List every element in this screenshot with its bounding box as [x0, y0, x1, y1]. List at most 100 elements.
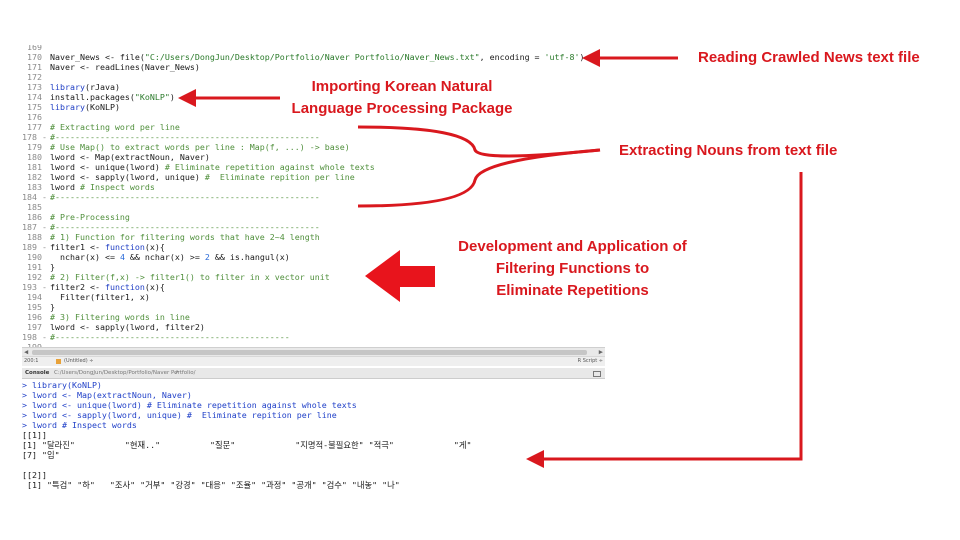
- line-number: 177: [27, 122, 42, 132]
- code-text: # 3) Filtering words in line: [50, 312, 190, 322]
- annotation-dev-3: Eliminate Repetitions: [496, 282, 649, 299]
- file-tab-selector[interactable]: (Untitled) ÷: [64, 358, 94, 364]
- code-line[interactable]: 195}: [22, 302, 55, 312]
- code-text: }: [50, 302, 55, 312]
- code-line[interactable]: 176: [22, 112, 50, 122]
- code-line[interactable]: 171 Naver <- readLines(Naver_News): [22, 62, 200, 72]
- code-line[interactable]: 169: [22, 45, 50, 52]
- code-text: library(KoNLP): [50, 102, 120, 112]
- code-line[interactable]: 175 library(KoNLP): [22, 102, 120, 112]
- console-line: [1] "특검" "하" "조사" "거부" "강경" "대응" "조율" "과…: [22, 480, 400, 489]
- code-text: # Use Map() to extract words per line : …: [50, 142, 350, 152]
- code-text: lword <- unique(lword) # Eliminate repet…: [50, 162, 375, 172]
- line-number: 176: [27, 112, 42, 122]
- annotation-reading: Reading Crawled News text file: [698, 49, 920, 66]
- console-output[interactable]: > library(KoNLP)> lword <- Map(extractNo…: [22, 379, 605, 489]
- line-number: 179: [27, 142, 42, 152]
- code-line[interactable]: 190 nchar(x) <= 4 && nchar(x) >= 2 && is…: [22, 252, 290, 262]
- code-line[interactable]: 186 # Pre-Processing: [22, 212, 130, 222]
- code-text: #---------------------------------------…: [50, 222, 320, 232]
- code-line[interactable]: 185: [22, 202, 50, 212]
- code-line[interactable]: 189 -filter1 <- function(x){: [22, 242, 165, 252]
- code-line[interactable]: 196 # 3) Filtering words in line: [22, 312, 190, 322]
- editor-status-bar: 200:1 (Untitled) ÷ R Script ÷: [22, 356, 605, 366]
- code-text: lword <- sapply(lword, filter2): [50, 322, 205, 332]
- line-number: 190: [27, 252, 42, 262]
- code-text: lword # Inspect words: [50, 182, 155, 192]
- code-line[interactable]: 191}: [22, 262, 55, 272]
- line-number: 197: [27, 322, 42, 332]
- code-line[interactable]: 173 library(rJava): [22, 82, 120, 92]
- scroll-right-icon[interactable]: ▶: [598, 348, 603, 356]
- console-line: > lword <- Map(extractNoun, Naver): [22, 390, 192, 400]
- code-line[interactable]: 180 lword <- Map(extractNoun, Naver): [22, 152, 210, 162]
- console-header: Console C:/Users/DongJun/Desktop/Portfol…: [22, 368, 605, 379]
- line-number: 196: [27, 312, 42, 322]
- code-line[interactable]: 181 lword <- unique(lword) # Eliminate re…: [22, 162, 375, 172]
- big-arrow-filtering: [365, 250, 435, 302]
- line-number: 186: [27, 212, 42, 222]
- code-line[interactable]: 172: [22, 72, 50, 82]
- scroll-left-icon[interactable]: ◀: [24, 348, 29, 356]
- code-text: filter1 <- function(x){: [50, 242, 165, 252]
- line-number: 173: [27, 82, 42, 92]
- line-number: 188: [27, 232, 42, 242]
- script-type-selector[interactable]: R Script ÷: [577, 358, 603, 364]
- code-line[interactable]: 183 lword # Inspect words: [22, 182, 155, 192]
- editor-horizontal-scrollbar[interactable]: ◀ ▶: [22, 347, 605, 357]
- code-line[interactable]: 192 # 2) Filter(f,x) -> filter1() to filt…: [22, 272, 330, 282]
- code-line[interactable]: 178 -#----------------------------------…: [22, 132, 320, 142]
- code-text: # Pre-Processing: [50, 212, 130, 222]
- console-title[interactable]: Console: [25, 370, 50, 376]
- line-number: 191: [27, 262, 42, 272]
- line-number: 175: [27, 102, 42, 112]
- code-text: #---------------------------------------…: [50, 192, 320, 202]
- code-line[interactable]: 174 install.packages("KoNLP"): [22, 92, 175, 102]
- code-line[interactable]: 184 -#----------------------------------…: [22, 192, 320, 202]
- line-number: 183: [27, 182, 42, 192]
- arrow-to-console: [526, 172, 803, 468]
- code-text: Naver <- readLines(Naver_News): [50, 62, 200, 72]
- code-text: lword <- sapply(lword, unique) # Elimina…: [50, 172, 355, 182]
- line-number: 192: [27, 272, 42, 282]
- console-line: > lword <- unique(lword) # Eliminate rep…: [22, 400, 357, 410]
- code-line[interactable]: 188# 1) Function for filtering words tha…: [22, 232, 320, 242]
- line-number: 174: [27, 92, 42, 102]
- code-text: Filter(filter1, x): [50, 292, 150, 302]
- console-line: > lword <- sapply(lword, unique) # Elimi…: [22, 410, 337, 420]
- annotation-importing-1: Importing Korean Natural: [311, 78, 493, 95]
- line-number: 170: [27, 52, 42, 62]
- go-to-directory-icon[interactable]: ↗: [174, 370, 179, 376]
- annotation-dev-2: Filtering Functions to: [495, 260, 650, 277]
- line-number: 180: [27, 152, 42, 162]
- scroll-thumb[interactable]: [32, 350, 587, 355]
- code-text: #---------------------------------------…: [50, 132, 320, 142]
- line-number: 181: [27, 162, 42, 172]
- maximize-icon[interactable]: [593, 371, 601, 377]
- code-text: # 2) Filter(f,x) -> filter1() to filter …: [50, 272, 330, 282]
- code-text: install.packages("KoNLP"): [50, 92, 175, 102]
- code-text: #---------------------------------------…: [50, 332, 290, 342]
- code-line[interactable]: 198 -#----------------------------------…: [22, 332, 290, 342]
- annotation-importing-2: Language Processing Package: [291, 100, 513, 117]
- line-number: 195: [27, 302, 42, 312]
- code-line[interactable]: 187 -#----------------------------------…: [22, 222, 320, 232]
- code-line[interactable]: 193 -filter2 <- function(x){: [22, 282, 165, 292]
- code-text: library(rJava): [50, 82, 120, 92]
- cursor-position: 200:1: [24, 358, 39, 364]
- code-text: nchar(x) <= 4 && nchar(x) >= 2 && is.han…: [50, 252, 290, 262]
- line-number: 171: [27, 62, 42, 72]
- code-line[interactable]: 194 Filter(filter1, x): [22, 292, 150, 302]
- console-line: [[1]]: [22, 430, 47, 440]
- annotation-dev-1: Development and Application of: [458, 238, 687, 255]
- code-text: lword <- Map(extractNoun, Naver): [50, 152, 210, 162]
- line-number: 194: [27, 292, 42, 302]
- code-line[interactable]: 179 # Use Map() to extract words per line…: [22, 142, 350, 152]
- code-line[interactable]: 177# Extracting word per line: [22, 122, 180, 132]
- console-line: [[2]]: [22, 470, 47, 480]
- code-line[interactable]: 197 lword <- sapply(lword, filter2): [22, 322, 205, 332]
- console-line: > library(KoNLP): [22, 380, 102, 390]
